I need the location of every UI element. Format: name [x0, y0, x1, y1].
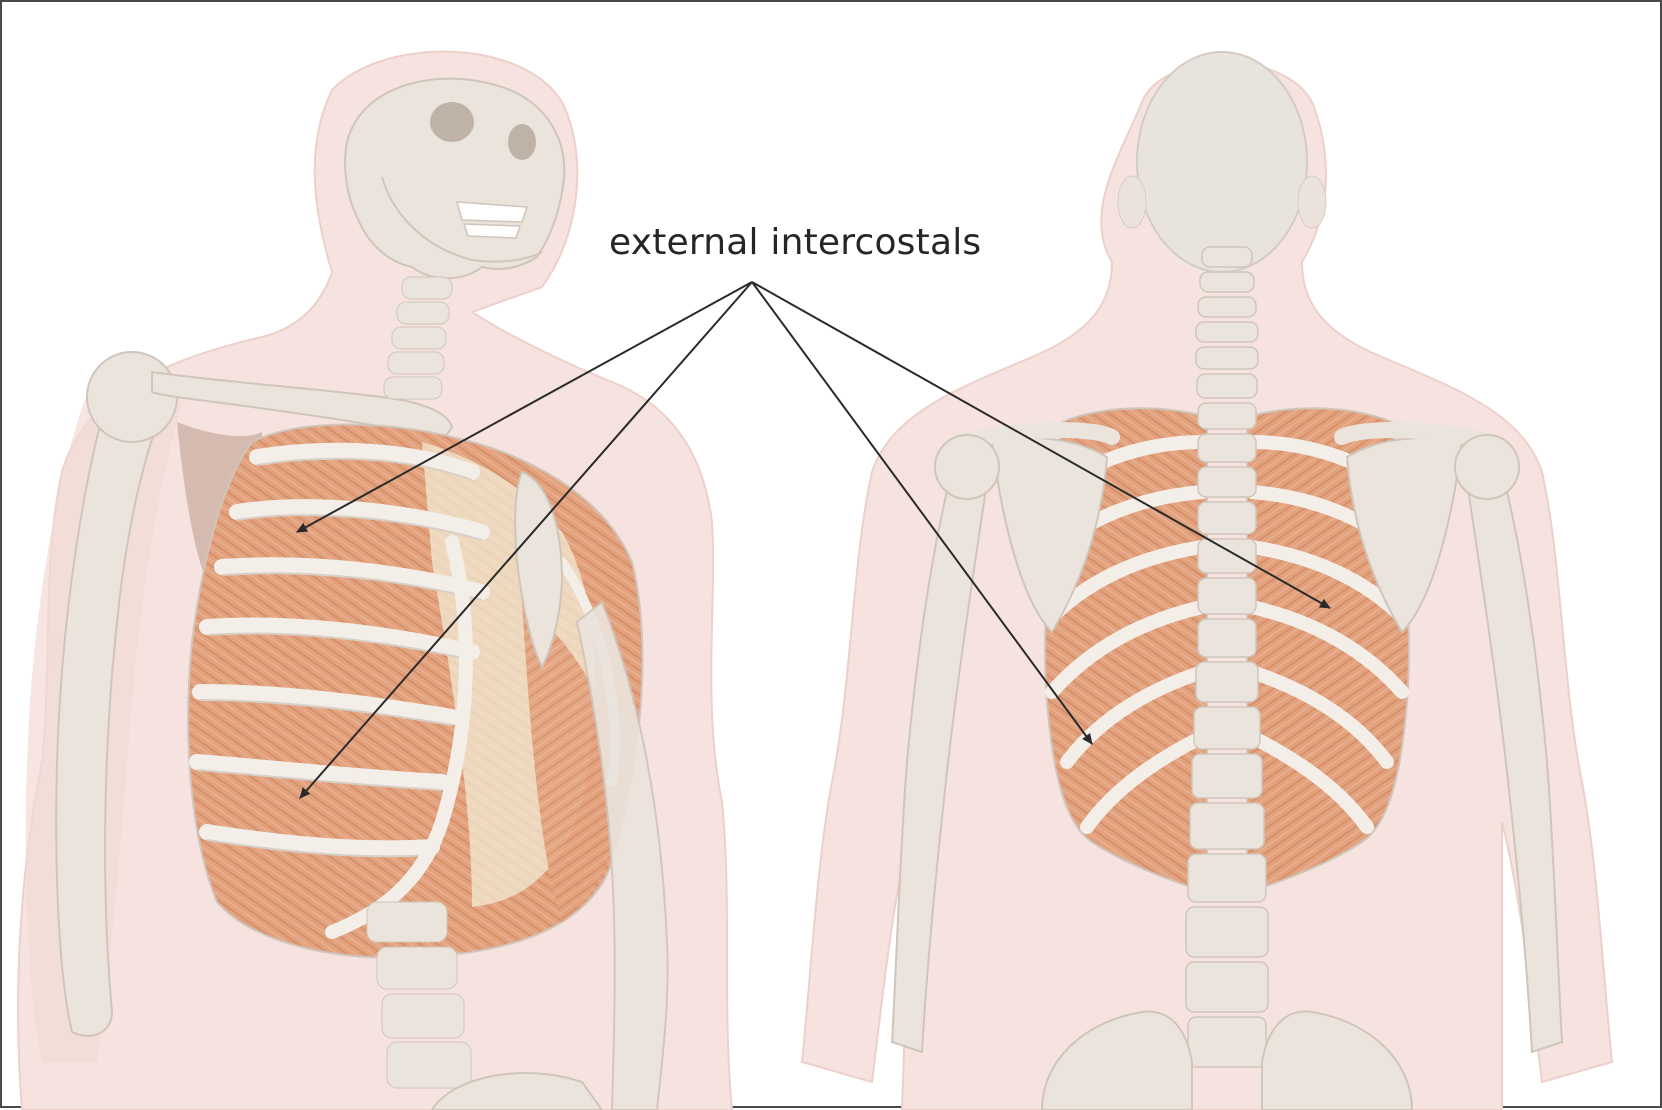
anterior-cervical-spine	[383, 276, 453, 400]
posterior-left-scapula	[990, 437, 1109, 634]
anterior-humerus	[55, 380, 169, 1037]
posterior-spine	[1185, 246, 1269, 1068]
anterior-skull	[344, 77, 566, 280]
posterior-pelvis	[1040, 1010, 1414, 1110]
anterior-pelvis	[430, 1072, 604, 1110]
anterior-right-arm	[575, 600, 669, 1110]
posterior-right-arm	[1465, 450, 1564, 1054]
leader-line-posterior-left	[751, 281, 1093, 745]
leader-line-posterior-right	[751, 281, 1331, 609]
anterior-figure	[17, 50, 734, 1110]
anterior-lumbar-spine	[366, 901, 472, 1089]
posterior-right-scapula	[1345, 437, 1464, 634]
posterior-figure	[800, 51, 1614, 1110]
leader-line-anterior-upper	[296, 281, 753, 533]
external-intercostals-label: external intercostals	[609, 222, 982, 263]
leader-lines	[296, 281, 1331, 799]
posterior-left-arm	[890, 450, 989, 1054]
posterior-head	[1136, 51, 1308, 273]
anterior-ribcage	[187, 423, 644, 959]
leader-line-anterior-lower	[299, 281, 753, 799]
posterior-shoulder-line	[954, 422, 1120, 450]
anterior-humeral-head	[86, 351, 178, 443]
